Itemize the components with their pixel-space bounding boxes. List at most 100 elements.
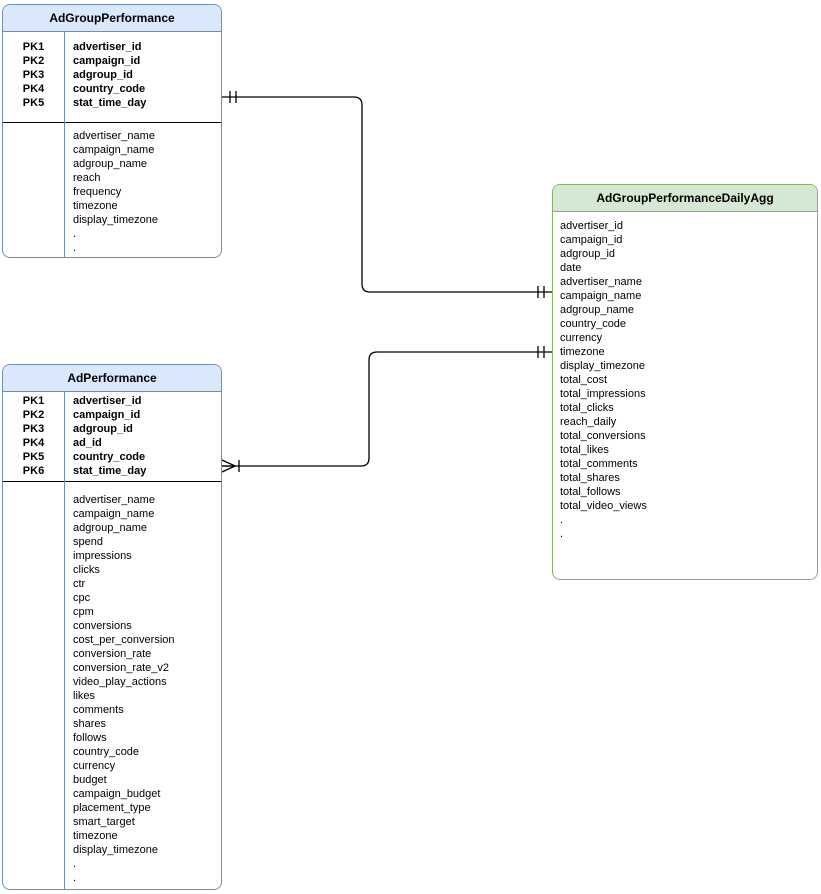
field-row: conversion_rate_v2 — [3, 661, 221, 675]
field-name: campaign_name — [73, 144, 155, 156]
field-row: country_code — [553, 317, 817, 331]
field-name: adgroup_name — [73, 158, 148, 170]
field-name: budget — [73, 774, 107, 786]
field-row: shares — [3, 717, 221, 731]
pk-label: PK4 — [22, 437, 45, 449]
field-row: total_cost — [553, 373, 817, 387]
field-row: . — [3, 857, 221, 871]
field-row: cost_per_conversion — [3, 633, 221, 647]
field-row: . — [3, 241, 221, 255]
field-row: clicks — [3, 563, 221, 577]
field-row: total_likes — [553, 443, 817, 457]
field-row: total_clicks — [553, 401, 817, 415]
field-row: follows — [3, 731, 221, 745]
entity-title: AdPerformance — [3, 365, 221, 392]
field-name: timezone — [560, 346, 605, 358]
field-name: clicks — [73, 564, 100, 576]
field-name: . — [73, 872, 77, 884]
pk-field-name: country_code — [73, 83, 146, 95]
field-name: campaign_id — [560, 234, 623, 246]
pk-label: PK6 — [22, 465, 45, 477]
field-name: total_impressions — [560, 388, 646, 400]
field-name: campaign_budget — [73, 788, 161, 800]
field-name: frequency — [73, 186, 122, 198]
field-row: frequency — [3, 185, 221, 199]
field-name: timezone — [73, 830, 118, 842]
field-name: . — [73, 228, 77, 240]
field-name: shares — [73, 718, 107, 730]
field-name: conversion_rate — [73, 648, 152, 660]
field-row: adgroup_name — [3, 157, 221, 171]
field-row: video_play_actions — [3, 675, 221, 689]
field-row: cpc — [3, 591, 221, 605]
pk-row: PK2 campaign_id — [3, 54, 221, 68]
field-name: total_comments — [560, 458, 638, 470]
field-row: campaign_name — [553, 289, 817, 303]
pk-field-name: adgroup_id — [73, 69, 133, 81]
pk-label: PK3 — [22, 423, 45, 435]
field-name: likes — [73, 690, 96, 702]
pk-field-name: campaign_id — [73, 409, 141, 421]
entity-title: AdGroupPerformance — [3, 5, 221, 32]
field-name: display_timezone — [73, 844, 158, 856]
field-name: . — [560, 528, 564, 540]
field-row: conversion_rate — [3, 647, 221, 661]
field-name: follows — [73, 732, 107, 744]
field-row: ctr — [3, 577, 221, 591]
field-name: advertiser_name — [73, 494, 155, 506]
field-row: total_video_views — [553, 499, 817, 513]
field-row: . — [3, 227, 221, 241]
field-row: campaign_name — [3, 507, 221, 521]
field-name: adgroup_name — [560, 304, 635, 316]
pk-label: PK2 — [22, 55, 45, 67]
field-name: cpc — [73, 592, 91, 604]
one-and-only-one-marker — [537, 346, 545, 358]
field-name: campaign_name — [73, 508, 155, 520]
field-row: . — [553, 527, 817, 541]
field-name: total_conversions — [560, 430, 646, 442]
field-row: advertiser_name — [3, 493, 221, 507]
pk-field-name: stat_time_day — [73, 97, 147, 109]
field-name: spend — [73, 536, 103, 548]
field-row: total_conversions — [553, 429, 817, 443]
field-name: comments — [73, 704, 124, 716]
pk-field-name: adgroup_id — [73, 423, 133, 435]
field-row: adgroup_name — [3, 521, 221, 535]
field-name: adgroup_id — [560, 248, 616, 260]
field-row: timezone — [3, 829, 221, 843]
field-row: total_impressions — [553, 387, 817, 401]
field-name: reach_daily — [560, 416, 617, 428]
field-name: display_timezone — [73, 214, 158, 226]
field-name: campaign_name — [560, 290, 642, 302]
relationship-line-adperformance-dailyagg[interactable] — [222, 351, 552, 467]
field-name: advertiser_name — [560, 276, 642, 288]
entity-table-adgroupperformancedailyagg[interactable]: AdGroupPerformanceDailyAgg advertiser_id… — [552, 184, 818, 580]
field-row: placement_type — [3, 801, 221, 815]
pk-field-name: campaign_id — [73, 55, 141, 67]
pk-field-name: ad_id — [73, 437, 102, 449]
field-name: total_likes — [560, 444, 609, 456]
field-name: total_follows — [560, 486, 621, 498]
field-row: total_comments — [553, 457, 817, 471]
field-name: currency — [73, 760, 116, 772]
field-name: total_clicks — [560, 402, 614, 414]
field-row: campaign_name — [3, 143, 221, 157]
field-name: advertiser_id — [560, 220, 623, 232]
field-name: total_shares — [560, 472, 620, 484]
field-row: advertiser_name — [553, 275, 817, 289]
pk-label: PK5 — [22, 451, 45, 463]
field-name: timezone — [73, 200, 118, 212]
relationship-line-adgroupperformance-dailyagg[interactable] — [222, 96, 552, 293]
